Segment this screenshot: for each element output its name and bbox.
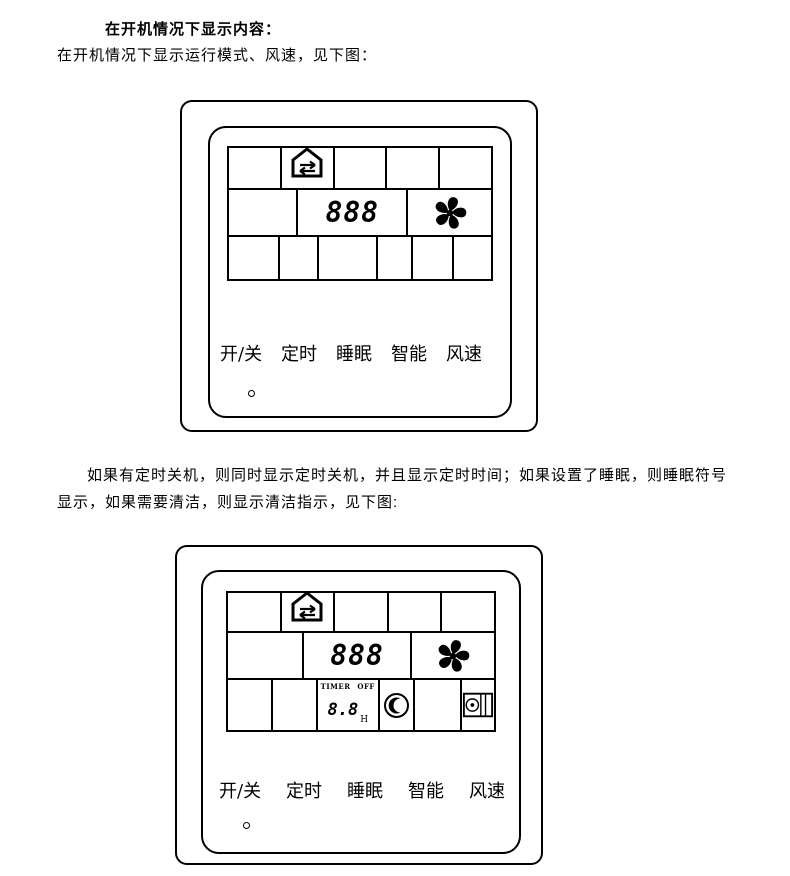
- lcd-cell: [440, 148, 491, 188]
- lcd-cell: [273, 680, 318, 730]
- body-paragraph: 如果有定时关机，则同时显示定时关机，并且显示定时时间；如果设置了睡眠，则睡眠符号…: [57, 467, 728, 511]
- lcd-row: [228, 590, 494, 633]
- seven-segment-value: 888: [325, 196, 380, 229]
- lcd-cell: [229, 190, 299, 235]
- lcd-cell: [229, 237, 280, 279]
- lcd-cell: [228, 593, 282, 631]
- lcd-cell-fan: [408, 190, 491, 235]
- lcd-cell: [228, 680, 274, 730]
- lcd-cell: [319, 237, 379, 279]
- lcd-cell: [442, 593, 494, 631]
- lcd-cell: [454, 237, 491, 279]
- lcd-cell: [229, 148, 282, 188]
- lcd-cell-temperature: 888: [304, 633, 412, 678]
- controller-panel-timer-inner: 888: [201, 570, 521, 854]
- timer-off-label: OFF: [357, 682, 375, 691]
- lcd-cell-temperature: 888: [298, 190, 409, 235]
- button-label-sleep: 睡眠: [347, 781, 384, 802]
- lcd-display: 888: [227, 146, 493, 281]
- lcd-cell-mode: [282, 590, 336, 631]
- button-label-timer: 定时: [286, 781, 323, 802]
- clean-filter-icon: [462, 690, 494, 720]
- lcd-cell: [335, 593, 389, 631]
- fan-icon: [433, 196, 467, 230]
- button-label-fanspeed: 风速: [445, 344, 482, 365]
- lcd-cell-timer: TIMER OFF 8.8 H: [318, 680, 380, 730]
- button-label-sleep: 睡眠: [336, 344, 373, 365]
- lcd-cell: [228, 633, 305, 678]
- lcd-cell: [378, 237, 413, 279]
- lcd-cell-clean: [462, 680, 494, 730]
- button-label-power: 开/关: [220, 344, 263, 365]
- sleep-moon-icon: [383, 692, 410, 719]
- timer-display: TIMER OFF 8.8 H: [318, 680, 378, 730]
- lcd-cell: [415, 680, 462, 730]
- section-heading: 在开机情况下显示内容：: [105, 21, 282, 38]
- timer-label: TIMER: [320, 682, 351, 691]
- lcd-row: [229, 146, 491, 190]
- intro-text: 在开机情况下显示运行模式、风速，见下图：: [57, 47, 378, 64]
- button-label-smart: 智能: [390, 344, 427, 365]
- lcd-cell: [387, 148, 441, 188]
- house-ventilation-icon: [288, 590, 326, 623]
- button-label-smart: 智能: [407, 781, 444, 802]
- button-label-timer: 定时: [281, 344, 318, 365]
- lcd-row: TIMER OFF 8.8 H: [228, 680, 494, 730]
- lcd-row: 888: [228, 633, 494, 680]
- house-ventilation-icon: [288, 146, 326, 179]
- lcd-row: 888: [229, 190, 491, 237]
- lcd-cell: [335, 148, 388, 188]
- indicator-led: [248, 390, 255, 397]
- timer-hours-value: 8.8: [327, 700, 359, 720]
- lcd-display: 888: [226, 590, 496, 732]
- lcd-row: [229, 237, 491, 279]
- controller-panel-on: 888: [180, 100, 538, 432]
- button-label-power: 开/关: [219, 781, 262, 802]
- seven-segment-value: 888: [330, 639, 384, 672]
- button-label-row: 开/关 定时 睡眠 智能 风速: [220, 340, 482, 366]
- controller-panel-timer: 888: [175, 545, 543, 865]
- lcd-cell-sleep: [380, 680, 415, 730]
- lcd-cell-fan: [412, 633, 494, 678]
- timer-hours-unit: H: [360, 715, 369, 725]
- lcd-cell: [389, 593, 443, 631]
- button-label-fanspeed: 风速: [468, 781, 505, 802]
- lcd-cell-mode: [282, 146, 335, 188]
- indicator-led: [243, 822, 250, 829]
- lcd-cell: [280, 237, 319, 279]
- controller-panel-on-inner: 888: [208, 126, 512, 418]
- fan-icon: [436, 639, 470, 673]
- button-label-row: 开/关 定时 睡眠 智能 风速: [219, 777, 505, 803]
- lcd-cell: [413, 237, 454, 279]
